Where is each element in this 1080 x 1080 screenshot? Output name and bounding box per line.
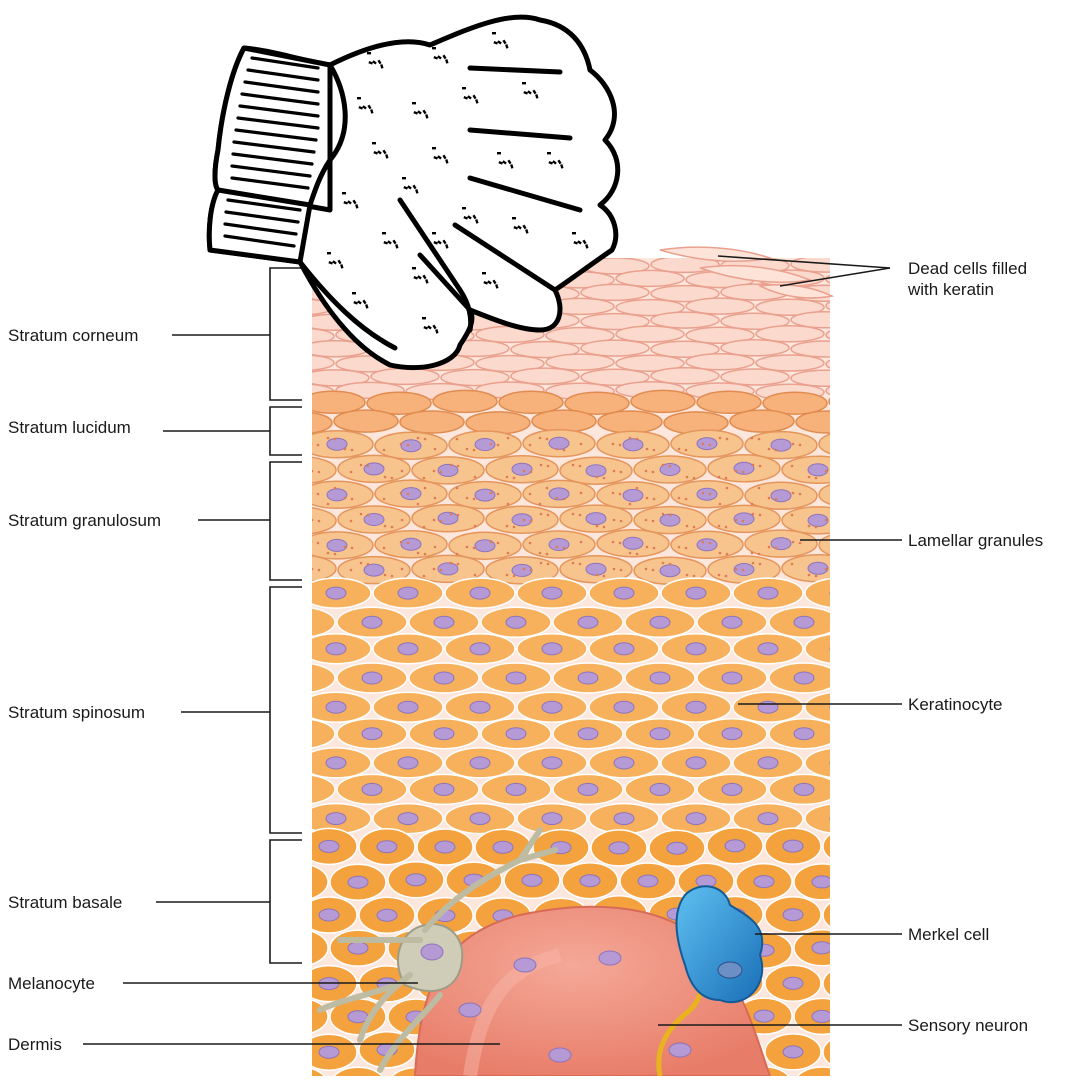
label-merkel-cell: Merkel cell [908, 925, 990, 944]
label-stratum-basale: Stratum basale [8, 893, 123, 912]
stratum-lucidum-layer [312, 389, 830, 435]
label-lamellar-granules: Lamellar granules [908, 531, 1044, 550]
label-melanocyte: Melanocyte [8, 974, 95, 993]
label-stratum-spinosum: Stratum spinosum [8, 703, 145, 722]
label-sensory-neuron: Sensory neuron [908, 1016, 1029, 1035]
label-dead-cells-line1: Dead cells filled [908, 259, 1028, 278]
glove-texture-dots [327, 32, 589, 334]
stratum-spinosum-layer [312, 577, 830, 835]
label-dead-cells-line2: with keratin [908, 280, 994, 299]
label-dead-cells: Dead cells filled with keratin [908, 258, 1027, 300]
epidermis-tissue [312, 258, 830, 1076]
label-stratum-lucidum: Stratum lucidum [8, 418, 131, 437]
merkel-cell [656, 885, 764, 1076]
layer-brackets [269, 267, 302, 964]
label-dermis: Dermis [8, 1035, 62, 1054]
label-keratinocyte: Keratinocyte [908, 695, 1003, 714]
exfoliating-glove-icon [206, 14, 621, 371]
label-stratum-granulosum: Stratum granulosum [8, 511, 162, 530]
label-stratum-corneum: Stratum corneum [8, 326, 139, 345]
melanocyte-cell [317, 827, 558, 1073]
leader-lines [83, 255, 902, 1045]
stratum-granulosum-layer [312, 429, 830, 585]
